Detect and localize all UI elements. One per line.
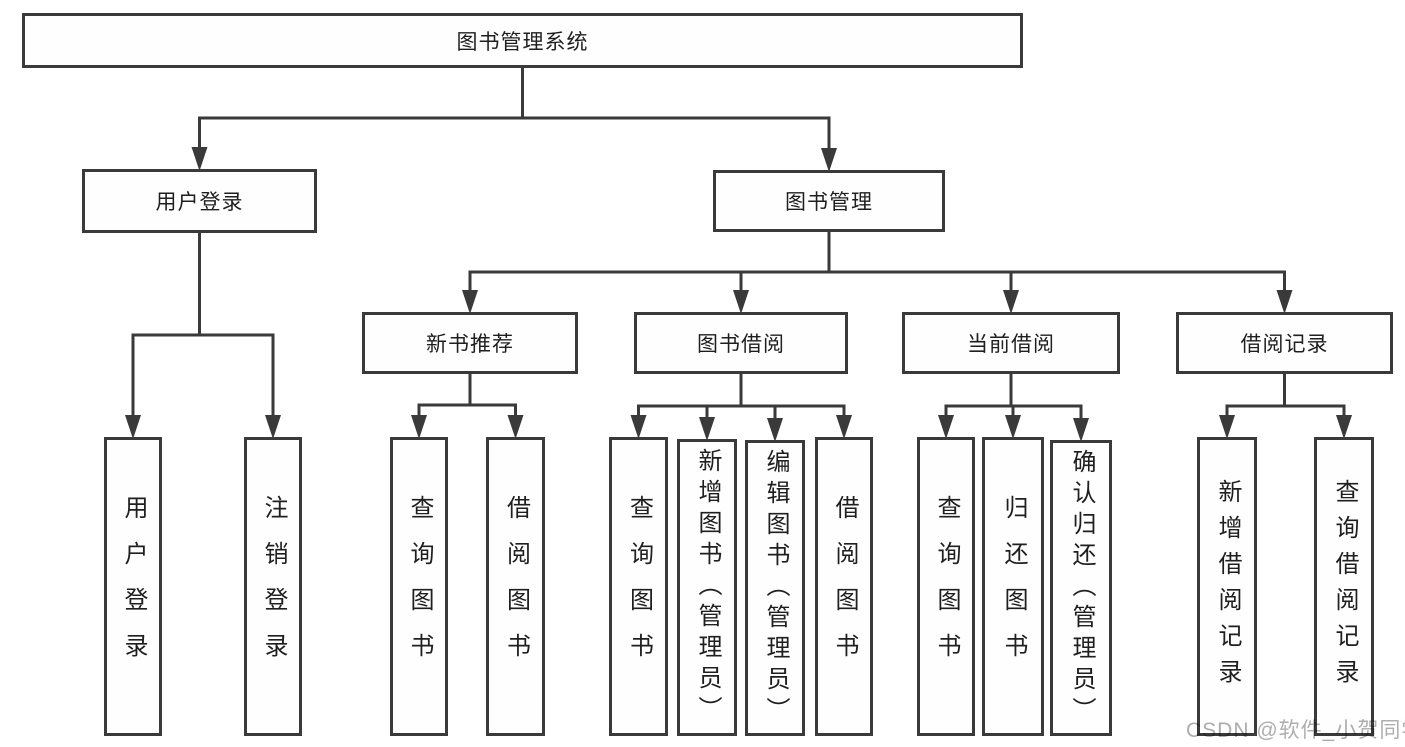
arrowhead-icon (767, 418, 783, 442)
node-login: 用户登录 (82, 169, 317, 233)
arrowhead-icon (462, 290, 478, 314)
node-u1: 用户登录 (104, 437, 162, 736)
node-b1: 查询图书 (609, 437, 668, 736)
arrowhead-icon (507, 415, 524, 439)
arrowhead-icon (125, 415, 141, 439)
node-n1: 查询图书 (390, 437, 448, 736)
node-u2: 注销登录 (244, 437, 302, 736)
arrowhead-icon (630, 415, 647, 439)
arrowhead-icon (699, 417, 715, 441)
node-b2: 新增图书（管理员） (677, 439, 737, 736)
arrowhead-icon (265, 415, 281, 439)
node-borrow: 图书借阅 (634, 312, 848, 374)
arrowhead-icon (1003, 290, 1019, 314)
node-current: 当前借阅 (902, 312, 1120, 374)
node-newbook: 新书推荐 (362, 312, 578, 374)
node-n2: 借阅图书 (486, 437, 545, 736)
arrowhead-icon (733, 290, 749, 314)
node-b3: 编辑图书（管理员） (745, 440, 805, 736)
node-c2: 归还图书 (982, 437, 1044, 736)
node-c3: 确认归还（管理员） (1050, 440, 1112, 736)
watermark: CSDN @软件_小贺同学 (1186, 719, 1405, 742)
arrowhead-icon (1073, 418, 1089, 442)
arrowhead-icon (1276, 290, 1293, 314)
arrowhead-icon (1219, 415, 1235, 439)
arrowhead-icon (191, 147, 208, 171)
arrowhead-icon (821, 148, 837, 172)
node-r2: 查询借阅记录 (1314, 437, 1374, 736)
arrowhead-icon (1005, 415, 1021, 439)
node-r1: 新增借阅记录 (1197, 437, 1257, 736)
node-mgmt: 图书管理 (713, 170, 945, 232)
arrowhead-icon (1336, 415, 1352, 439)
node-c1: 查询图书 (917, 437, 975, 736)
arrowhead-icon (836, 415, 852, 439)
node-records: 借阅记录 (1176, 312, 1393, 374)
node-b4: 借阅图书 (815, 437, 873, 736)
arrowhead-icon (938, 415, 954, 439)
arrowhead-icon (411, 415, 427, 439)
node-root: 图书管理系统 (22, 13, 1023, 68)
